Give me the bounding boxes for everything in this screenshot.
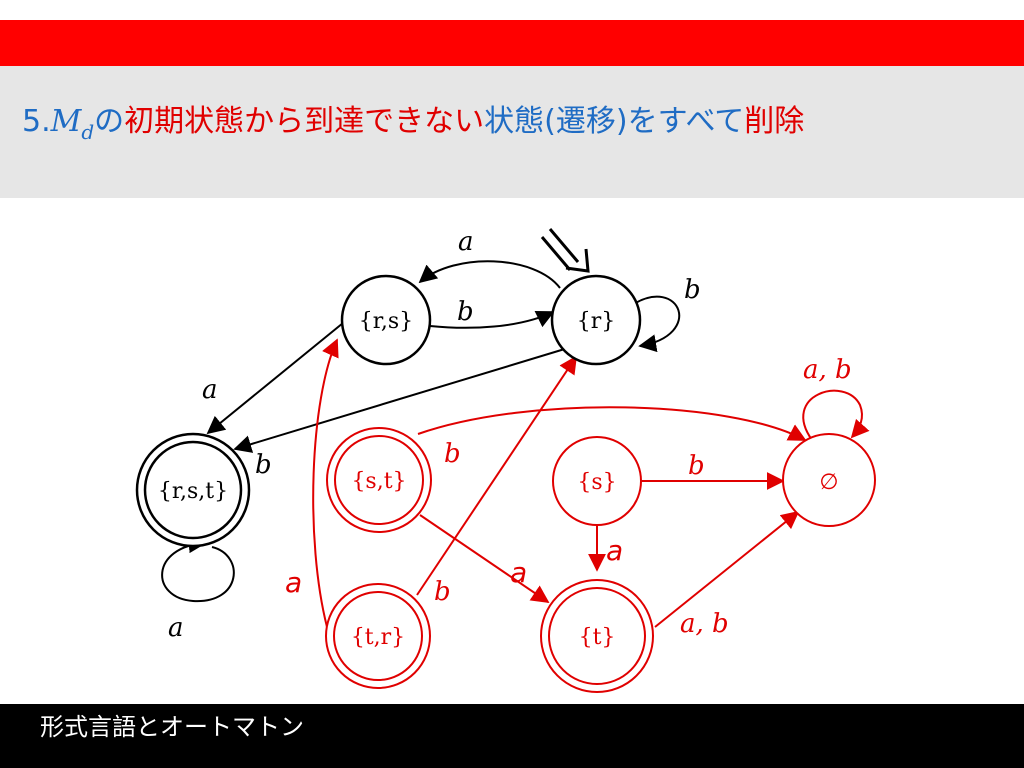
state-rst-label: {r,s,t} xyxy=(158,479,228,504)
state-rs-label: {r,s} xyxy=(359,309,413,334)
edge-st-to-empty xyxy=(417,406,807,441)
edge-tr-to-r xyxy=(416,355,577,596)
label-rs-to-r: b xyxy=(457,297,474,327)
start-arrow xyxy=(540,228,590,273)
state-st-label: {s,t} xyxy=(351,469,406,494)
edge-rs-to-r xyxy=(429,310,555,329)
edge-t-to-empty xyxy=(654,510,800,628)
label-tr-to-r: b xyxy=(434,577,451,607)
label-rst-loop: a xyxy=(168,613,184,643)
state-r-label: {r} xyxy=(577,309,616,334)
state-empty-label: ∅ xyxy=(819,470,838,495)
reachable-part xyxy=(161,228,681,603)
loop-empty xyxy=(802,389,870,441)
state-s: {s} xyxy=(552,436,642,526)
edge-rst-to-r xyxy=(233,347,569,453)
unreachable-part xyxy=(312,338,870,628)
label-r-loop: b xyxy=(684,275,701,305)
edge-r-to-rs xyxy=(418,260,561,289)
title-part4: 削除 xyxy=(744,104,805,139)
label-tr-to-rs: a xyxy=(285,566,302,599)
footer-text: 形式言語とオートマトン xyxy=(40,713,304,741)
edge-tr-to-rs xyxy=(312,338,339,628)
label-s-to-t: a xyxy=(606,534,623,567)
state-rs: {r,s} xyxy=(340,274,432,366)
label-st-to-empty: b xyxy=(444,439,461,469)
title-part3: 状態(遷移)をすべて xyxy=(484,104,745,139)
label-t-to-empty: a, b xyxy=(680,609,729,639)
state-t-label: {t} xyxy=(579,625,616,650)
label-s-to-empty: b xyxy=(688,451,705,481)
state-st: {s,t} xyxy=(326,427,432,533)
title-math: Md xyxy=(50,104,95,144)
state-r: {r} xyxy=(550,274,642,366)
automaton-diagram: {r,s} {r} {r,s,t} {s,t} {s} ∅ {t,r} {t} … xyxy=(135,227,876,693)
loop-rst xyxy=(161,535,235,603)
state-tr: {t,r} xyxy=(325,583,431,689)
top-red-band xyxy=(0,20,1024,66)
state-tr-label: {t,r} xyxy=(351,625,405,650)
label-empty-loop: a, b xyxy=(803,355,852,385)
loop-r xyxy=(631,295,681,353)
title-band xyxy=(0,66,1024,198)
edge-rs-to-rst xyxy=(206,322,344,435)
slide-title: 5.Mdの初期状態から到達できない状態(遷移)をすべて削除 xyxy=(22,102,804,152)
edge-st-to-t xyxy=(419,514,550,604)
state-empty: ∅ xyxy=(782,433,876,527)
state-t: {t} xyxy=(540,579,654,693)
title-part2: 初期状態から到達できない xyxy=(124,104,485,139)
state-s-label: {s} xyxy=(577,470,616,495)
label-rs-to-rst: a xyxy=(202,375,218,405)
label-rst-to-r: b xyxy=(255,450,272,480)
title-number: 5. xyxy=(22,104,51,139)
label-r-to-rs: a xyxy=(458,227,474,257)
title-part1: の xyxy=(94,104,125,139)
label-st-to-t: a xyxy=(510,556,527,589)
state-rst: {r,s,t} xyxy=(135,432,251,548)
footer-bar: 形式言語とオートマトン xyxy=(0,704,1024,768)
